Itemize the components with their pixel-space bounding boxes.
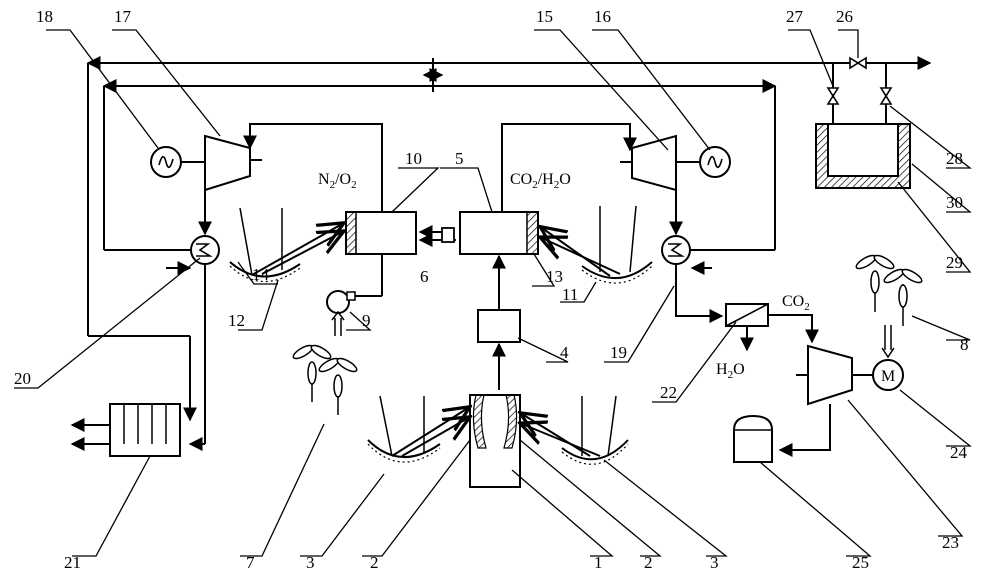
callout-30: 30 [946,193,963,212]
callout-3-left: 3 [306,553,315,572]
callout-28: 28 [946,149,963,168]
callout-17: 17 [114,7,132,26]
callout-4: 4 [560,343,569,362]
callout-22: 22 [660,383,677,402]
turbine-15 [620,134,700,236]
callout-23: 23 [942,533,959,552]
top-pipeline [86,56,932,422]
callout-25: 25 [852,553,869,572]
turbine-17 [181,123,383,236]
callout-14: 14 [252,265,270,284]
separator-22 [725,303,819,352]
callout-18: 18 [36,7,53,26]
label-h2o-out: H2O [716,361,745,381]
callout-24: 24 [950,443,968,462]
callout-11: 11 [562,285,578,304]
label-co2h2o: CO2/H2O [510,171,571,191]
storage-tank-25 [733,414,773,463]
callout-10: 10 [405,149,422,168]
callout-13: 13 [546,267,563,286]
label-co2-out: CO2 [782,293,810,313]
callout-3-right: 3 [710,553,719,572]
callout-1: 1 [594,553,603,572]
component-4 [477,254,521,390]
valve-27 [826,63,840,124]
callout-7: 7 [246,553,255,572]
callout-15: 15 [536,7,553,26]
callout-20: 20 [14,369,31,388]
callout-5: 5 [455,149,464,168]
wind-turbines-8 [855,254,923,326]
callout-16: 16 [594,7,611,26]
callout-19: 19 [610,343,627,362]
callout-6: 6 [420,267,429,286]
heat-exchanger-20 [166,235,220,451]
callout-2-right: 2 [644,553,653,572]
label-n2o2: N2/O2 [318,171,357,191]
valve-28 [879,63,893,124]
generator-18 [150,146,182,178]
solar-dish-11 [542,205,653,284]
callout-9: 9 [362,311,371,330]
solar-dish-3-left [367,395,468,463]
label-motor: M [881,368,895,385]
wind-turbines-7 [292,344,358,415]
callout-21: 21 [64,553,81,572]
thermal-tank-29 [815,123,911,189]
compressor-23 [778,344,872,457]
blower-9 [326,290,356,336]
leader-lines [14,29,972,557]
pipe-junction [422,58,444,92]
generator-16 [699,146,731,178]
reactor-14 [345,211,417,297]
heat-exchanger-19 [661,235,724,323]
callout-12: 12 [228,311,245,330]
exchange-valve-6 [418,225,456,247]
callout-8: 8 [960,335,969,354]
reactor-13 [459,123,637,255]
receiver-tower-1 [469,394,521,488]
callout-2-left: 2 [370,553,379,572]
callout-numbers: 18 17 10 5 15 16 27 26 28 30 29 12 14 9 … [14,7,969,572]
motor-24 [872,325,904,391]
heat-storage-21 [70,403,181,457]
flow-labels: N2/O2 CO2/H2O CO2 H2O M [318,171,895,385]
solar-dish-3-right [522,395,629,465]
solar-dish-12 [229,207,342,283]
second-pipeline [102,79,777,251]
callout-27: 27 [786,7,804,26]
callout-29: 29 [946,253,963,272]
callout-26: 26 [836,7,853,26]
valve-26 [849,56,867,70]
